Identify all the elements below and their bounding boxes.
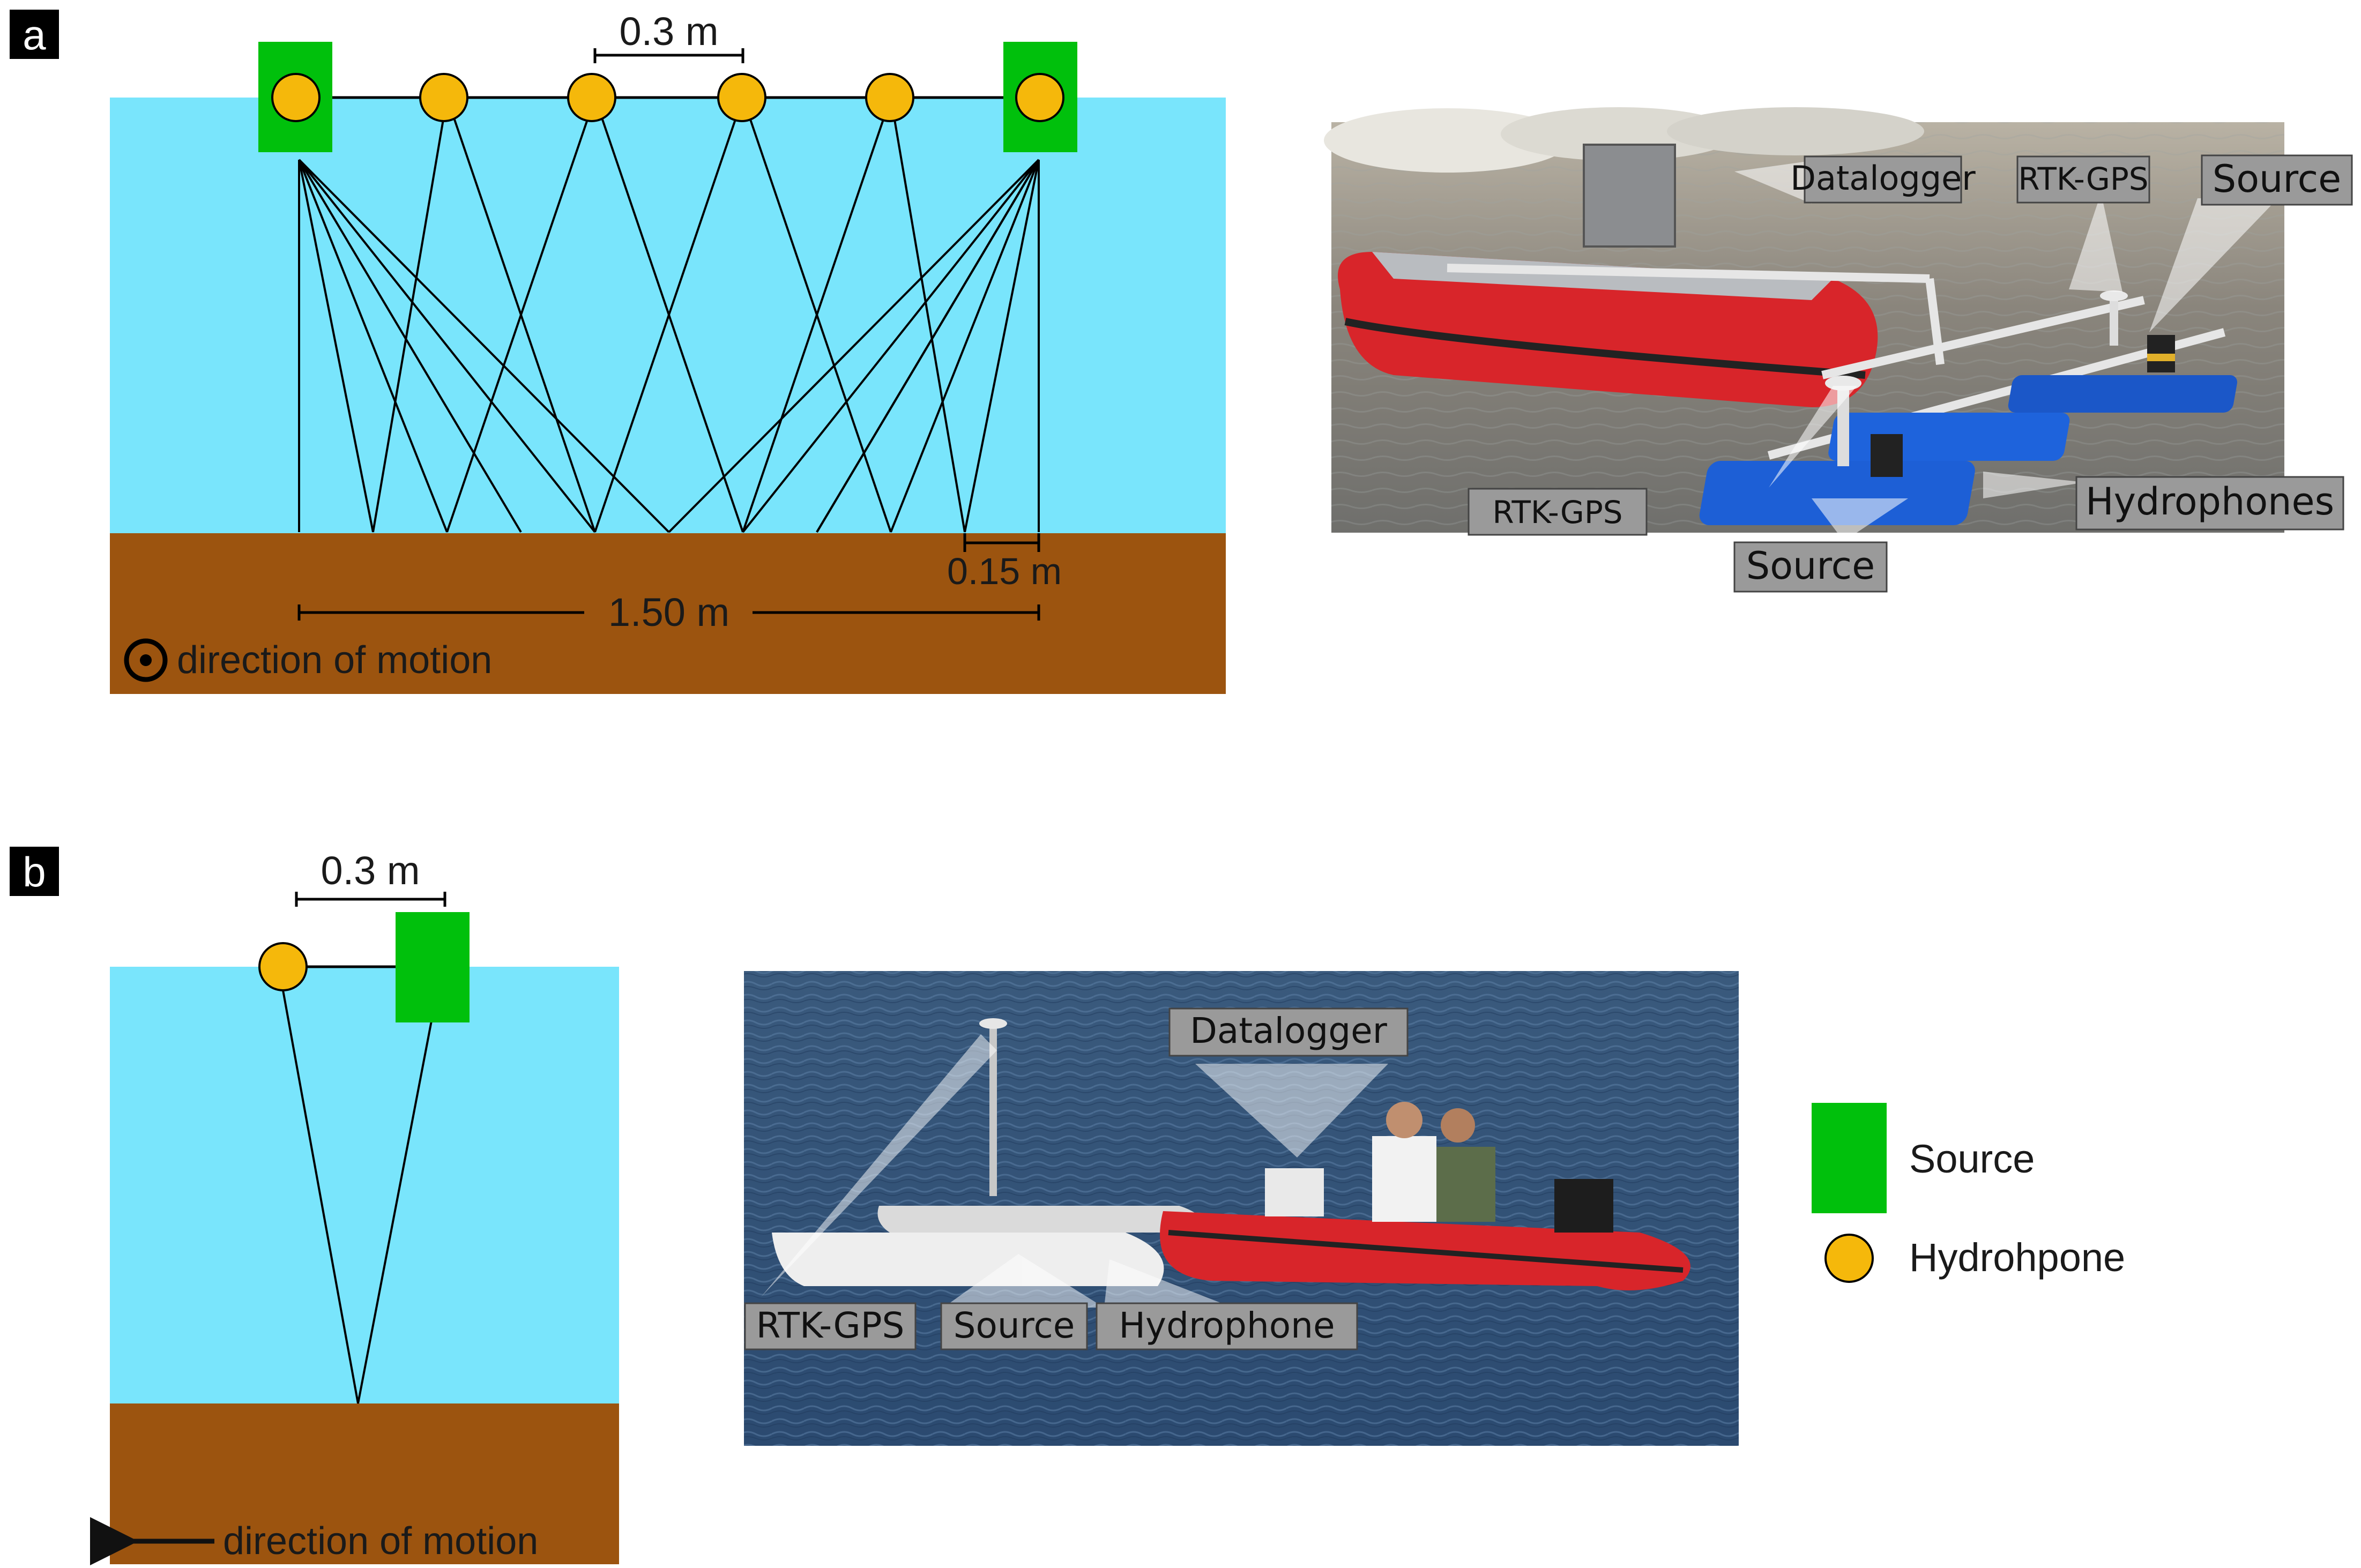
panel-b-letter: b — [23, 848, 46, 895]
photo-a-float-2 — [1828, 413, 2070, 461]
spacing-dimension — [593, 48, 744, 63]
callout-b-hydrophone: Hydrophone — [1119, 1305, 1335, 1346]
legend: Source Hydrohpone — [1812, 1103, 2125, 1283]
legend-hydrophone-label: Hydrohpone — [1909, 1235, 2125, 1280]
offset-dimension — [963, 533, 1040, 552]
panel-a: a — [10, 9, 2353, 694]
panel-b-schematic: 0.3 m direction of motion — [90, 848, 619, 1565]
sediment-layer-b — [110, 1403, 619, 1564]
callout-b-datalogger: Datalogger — [1190, 1010, 1388, 1051]
legend-source-label: Source — [1909, 1137, 2035, 1181]
span-label: 1.50 m — [608, 590, 729, 634]
photo-b-pontoon-back — [877, 1206, 1203, 1233]
photo-a-callouts: Datalogger RTK-GPS Source RTK-GPS Hydrop… — [1468, 154, 2353, 593]
photo-a-float-3 — [2008, 375, 2237, 413]
offset-label: 0.15 m — [947, 550, 1062, 592]
spacing-label: 0.3 m — [619, 9, 718, 54]
out-of-page-icon — [124, 638, 168, 682]
photo-a-datalogger — [1583, 144, 1676, 248]
photo-a-callout-beams — [1734, 161, 2278, 541]
callout-a-rtk-gps-left: RTK-GPS — [1492, 494, 1622, 531]
panel-b-badge — [10, 847, 59, 896]
hydrophone-5 — [865, 73, 914, 122]
panel-a-letter: a — [23, 11, 46, 58]
panel-a-schematic: 0.3 m 0.15 m 1.50 m direction of mo — [110, 9, 1226, 694]
legend-source-swatch — [1812, 1103, 1887, 1213]
photo-b-pontoon-front — [772, 1233, 1164, 1286]
photo-b-datalogger — [1265, 1168, 1324, 1216]
motion-label-b: direction of motion — [223, 1520, 538, 1563]
water-layer-b — [110, 967, 619, 1403]
spacing-label-b: 0.3 m — [321, 848, 420, 893]
hydrophone-4 — [717, 73, 766, 122]
hydrophone-1 — [271, 73, 321, 122]
spacing-dimension-b — [295, 892, 446, 907]
panel-a-badge — [10, 10, 59, 59]
ray-paths-b — [282, 990, 433, 1404]
legend-hydrophone-swatch — [1824, 1234, 1874, 1283]
photo-a: Datalogger RTK-GPS Source RTK-GPS Hydrop… — [1324, 107, 2353, 593]
callout-a-source-top: Source — [2213, 157, 2341, 201]
photo-a-float-1 — [1699, 461, 1975, 525]
callout-a-rtk-gps-top: RTK-GPS — [2018, 161, 2148, 197]
callout-b-source: Source — [954, 1305, 1075, 1346]
ray-paths — [298, 97, 1040, 533]
photo-b: Datalogger RTK-GPS Source Hydrophone — [744, 971, 1739, 1446]
panel-b: b 0.3 m direction of motion — [10, 847, 1739, 1565]
hydrophone-2 — [419, 73, 468, 122]
source-marker-b — [396, 912, 470, 1022]
callout-b-rtk-gps: RTK-GPS — [756, 1305, 905, 1346]
callout-a-source-bottom: Source — [1746, 544, 1875, 588]
hydrophone-3 — [567, 73, 616, 122]
photo-b-callouts: Datalogger RTK-GPS Source Hydrophone — [744, 1007, 1409, 1350]
motion-label-a: direction of motion — [177, 639, 492, 682]
callout-a-datalogger: Datalogger — [1790, 159, 1976, 198]
hydrophone-6 — [1015, 73, 1064, 122]
hydrophone-b — [258, 942, 308, 991]
photo-b-callout-beams — [761, 1034, 1388, 1308]
callout-a-hydrophones: Hydrophones — [2086, 480, 2334, 524]
hydrophone-array — [271, 73, 1064, 122]
span-dimension — [297, 604, 1040, 621]
